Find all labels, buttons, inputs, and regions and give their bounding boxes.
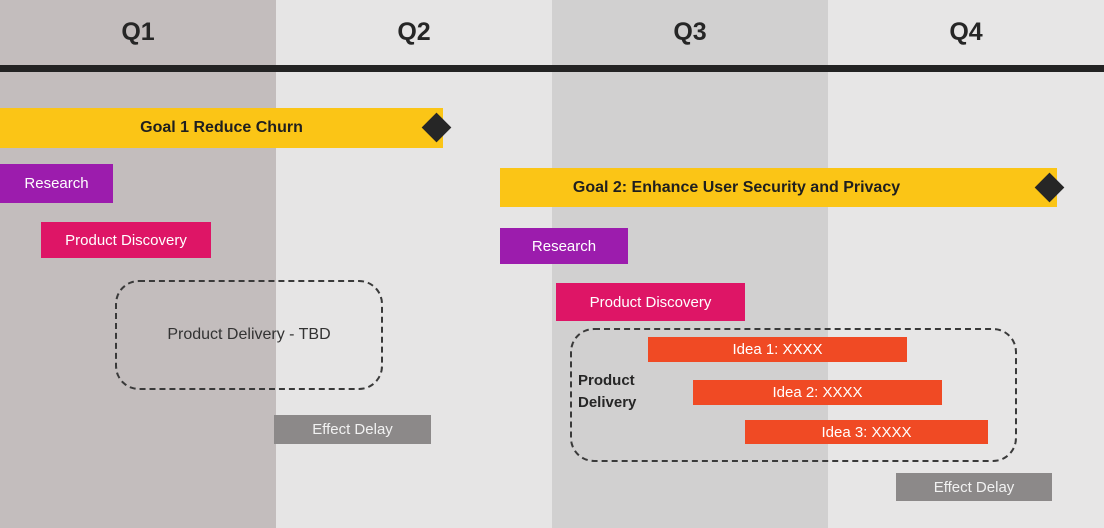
goal2-bar: Goal 2: Enhance User Security and Privac… [500, 168, 1057, 207]
quarter-header-q4: Q4 [949, 18, 983, 46]
goal2-idea1-bar: Idea 1: XXXX [648, 337, 907, 362]
goal1-product-discovery-bar: Product Discovery [41, 222, 211, 258]
goal1-bar: Goal 1 Reduce Churn [0, 108, 443, 148]
goal2-research-bar: Research [500, 228, 628, 264]
quarter-header-q2: Q2 [397, 18, 431, 46]
quarter-header-q1: Q1 [121, 18, 155, 46]
column-q1-background [0, 0, 276, 528]
goal2-product-delivery-label: Product Delivery [578, 372, 637, 411]
header-divider-line [0, 65, 1104, 72]
goal2-product-delivery-box [570, 328, 1017, 462]
goal2-effect-delay-bar: Effect Delay [896, 473, 1052, 501]
goal2-product-discovery-bar: Product Discovery [556, 283, 745, 321]
goal2-idea2-bar: Idea 2: XXXX [693, 380, 942, 405]
goal1-research-bar: Research [0, 164, 113, 203]
quarter-header-q3: Q3 [673, 18, 707, 46]
goal2-idea3-bar: Idea 3: XXXX [745, 420, 988, 444]
goal1-effect-delay-bar: Effect Delay [274, 415, 431, 444]
column-q2-background [276, 0, 552, 528]
goal1-product-delivery-tbd-box: Product Delivery - TBD [115, 280, 383, 390]
